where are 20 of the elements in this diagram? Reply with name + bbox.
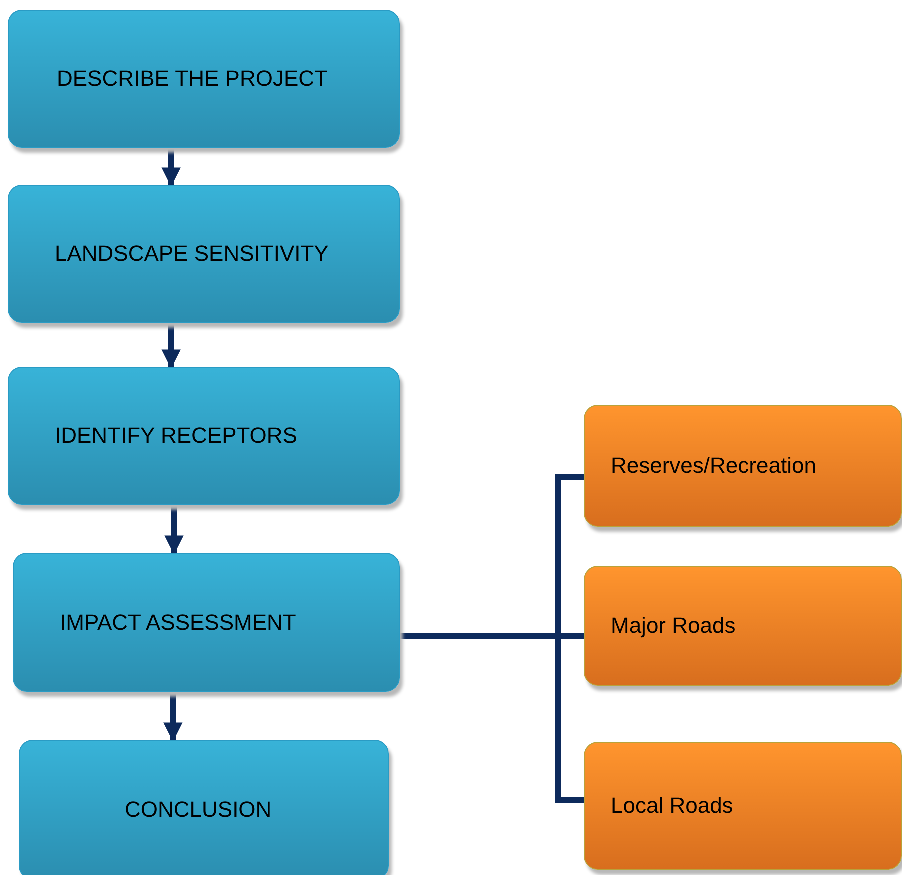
arrow	[164, 505, 184, 555]
process-box	[13, 553, 400, 692]
arrow	[164, 692, 183, 742]
box-label: Reserves/Recreation	[611, 453, 816, 479]
process-box	[8, 10, 400, 148]
arrow	[162, 148, 181, 187]
process-box	[584, 566, 902, 686]
process-box	[8, 185, 400, 323]
box-label: DESCRIBE THE PROJECT	[57, 66, 328, 92]
arrow	[162, 323, 181, 369]
process-box	[584, 405, 902, 527]
box-label: CONCLUSION	[125, 797, 272, 823]
box-label: IDENTIFY RECEPTORS	[55, 423, 298, 449]
box-label: IMPACT ASSESSMENT	[60, 610, 296, 636]
process-box	[8, 367, 400, 505]
box-label: Major Roads	[611, 613, 736, 639]
process-box	[19, 740, 389, 875]
process-box	[584, 742, 902, 870]
box-label: LANDSCAPE SENSITIVITY	[55, 241, 329, 267]
box-label: Local Roads	[611, 793, 734, 819]
